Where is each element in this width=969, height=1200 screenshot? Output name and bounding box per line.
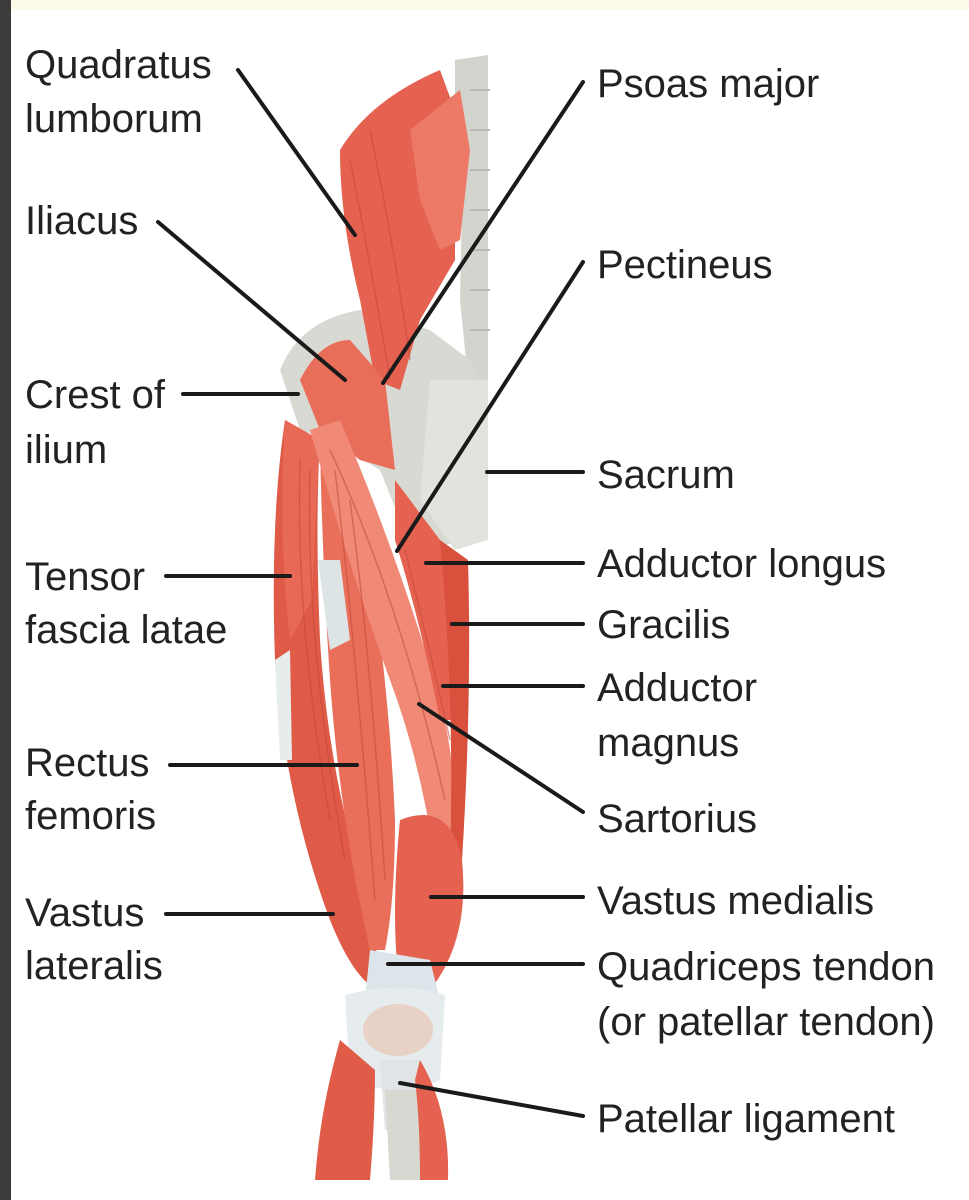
label-adductor-magnus-line1: Adductor (597, 666, 757, 710)
lateral-fascia-highlight (275, 650, 292, 760)
leader-psoas-major (381, 80, 585, 385)
label-vastus-medialis: Vastus medialis (597, 879, 874, 923)
label-crest-of-ilium-line1: Crest of (25, 373, 166, 417)
label-rectus-femoris-line1: Rectus (25, 741, 150, 785)
label-quadratus-lumborum-line2: lumborum (25, 97, 203, 141)
sartorius-muscle (310, 420, 456, 860)
iliotibial-highlight (318, 560, 350, 650)
label-psoas-major: Psoas major (597, 62, 819, 106)
label-adductor-longus: Adductor longus (597, 542, 886, 586)
label-pectineus: Pectineus (597, 243, 773, 287)
label-gracilis: Gracilis (597, 603, 730, 647)
gracilis-muscle (440, 540, 470, 860)
label-tensor-fascia-latae-line1: Tensor (25, 555, 145, 599)
lower-leg-medial (415, 1060, 449, 1180)
top-band (11, 0, 969, 10)
leader-iliacus (156, 220, 347, 382)
leader-patellar-ligament (398, 1081, 585, 1118)
label-quadratus-lumborum-line1: Quadratus (25, 43, 212, 87)
leader-sartorius (417, 702, 585, 814)
label-vastus-lateralis-line2: lateralis (25, 944, 163, 988)
label-iliacus: Iliacus (25, 199, 138, 243)
label-sacrum: Sacrum (597, 453, 735, 497)
label-quadriceps-tendon-line1: Quadriceps tendon (597, 945, 935, 989)
label-crest-of-ilium-line2: ilium (25, 428, 107, 472)
label-rectus-femoris-line2: femoris (25, 794, 156, 838)
adductor-longus-muscle (395, 480, 459, 720)
leader-quadratus-lumborum (236, 68, 357, 237)
quadratus-lumborum-muscle (410, 90, 470, 250)
tibia (385, 1090, 425, 1180)
leader-lines (156, 68, 585, 1118)
iliacus-muscle (300, 340, 395, 470)
lower-leg-lateral (315, 1040, 375, 1180)
labels-right: Psoas major Pectineus Sacrum Adductor lo… (597, 62, 935, 1141)
label-vastus-lateralis-line1: Vastus (25, 891, 144, 935)
label-quadriceps-tendon-line2: (or patellar tendon) (597, 1000, 935, 1044)
patella (363, 1004, 433, 1056)
labels-left: Quadratus lumborum Iliacus Crest of iliu… (25, 43, 227, 988)
label-patellar-ligament: Patellar ligament (597, 1097, 895, 1141)
muscle-fibers (298, 129, 451, 901)
label-sartorius: Sartorius (597, 797, 757, 841)
left-border-bar (0, 0, 11, 1200)
vastus-medialis-muscle (395, 815, 464, 990)
leader-pectineus (395, 260, 585, 553)
leg-illustration (273, 55, 490, 1180)
label-tensor-fascia-latae-line2: fascia latae (25, 608, 227, 652)
label-adductor-magnus-line2: magnus (597, 721, 739, 765)
